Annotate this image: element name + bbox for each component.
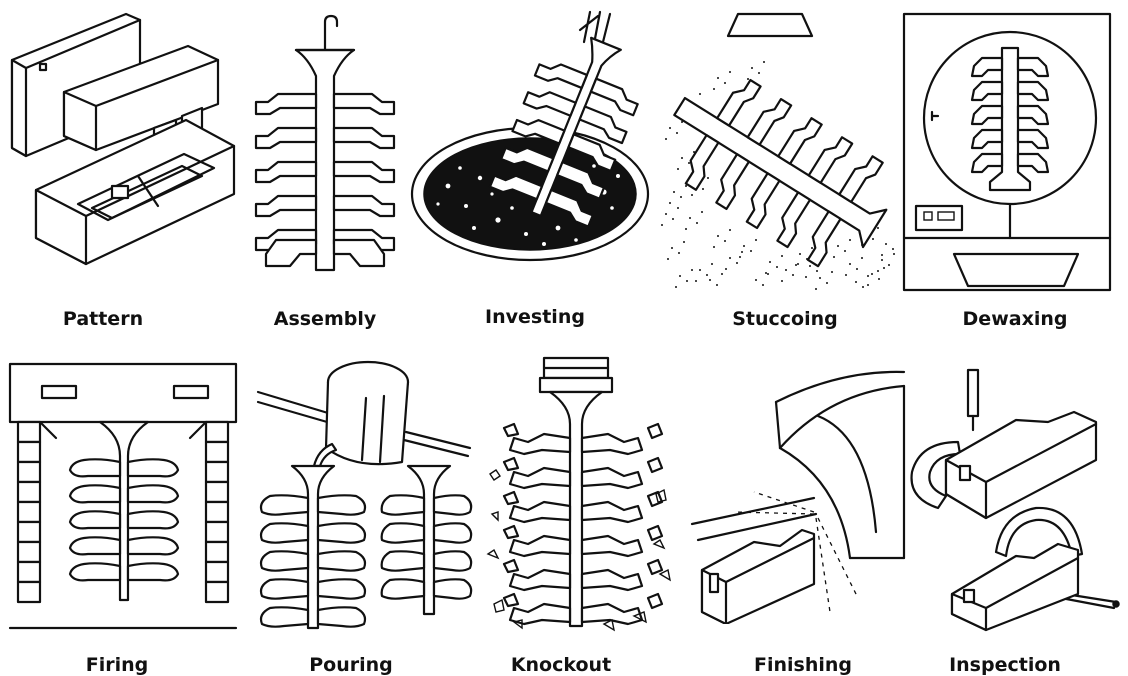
dewaxing-illustration (902, 12, 1124, 294)
inspection-illustration (906, 368, 1124, 640)
assembly-illustration (250, 14, 400, 276)
step-label-investing: Investing (460, 306, 610, 328)
step-label-dewaxing: Dewaxing (940, 308, 1090, 330)
knockout-illustration (484, 354, 674, 640)
pattern-illustration (8, 8, 248, 273)
pouring-illustration (256, 358, 476, 648)
step-label-assembly: Assembly (250, 308, 400, 330)
step-label-knockout: Knockout (486, 654, 636, 676)
investing-illustration (408, 8, 654, 276)
step-label-firing: Firing (42, 654, 192, 676)
step-label-pouring: Pouring (276, 654, 426, 676)
finishing-illustration (690, 362, 908, 624)
step-label-stuccoing: Stuccoing (710, 308, 860, 330)
step-label-finishing: Finishing (728, 654, 878, 676)
stuccoing-illustration (660, 8, 896, 290)
step-label-inspection: Inspection (930, 654, 1080, 676)
step-label-pattern: Pattern (28, 308, 178, 330)
firing-illustration (8, 362, 240, 634)
